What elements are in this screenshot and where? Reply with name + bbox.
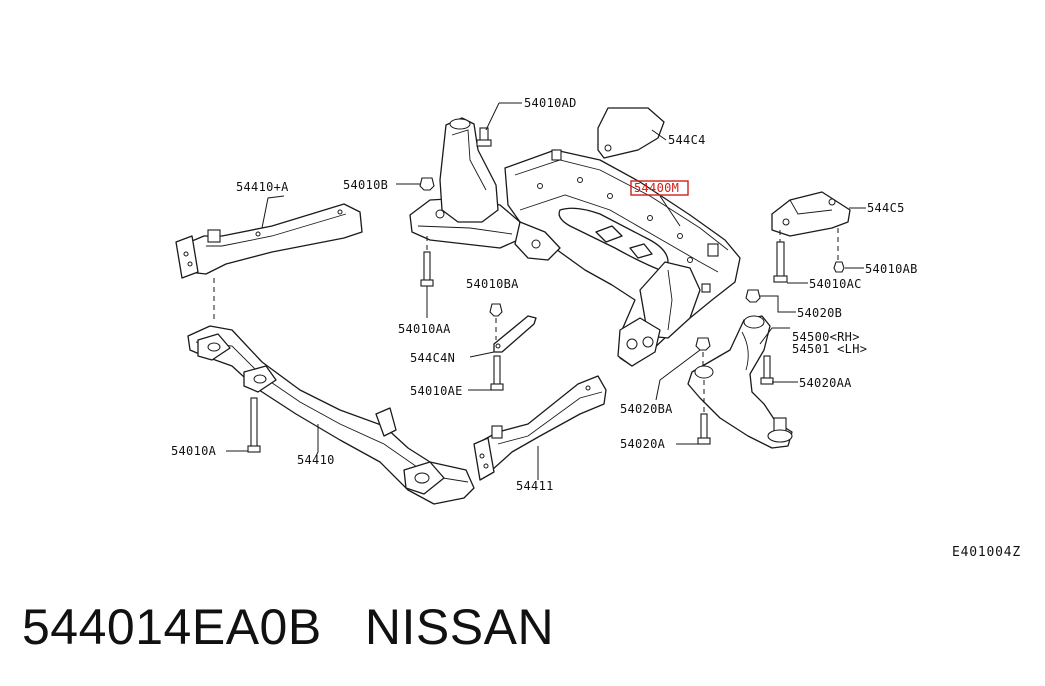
label-54010AB[interactable]: 54010AB [865, 262, 918, 276]
label-54010AC[interactable]: 54010AC [809, 277, 862, 291]
member-54410A [175, 195, 363, 320]
label-54010BA[interactable]: 54010BA [466, 277, 519, 291]
label-544C4[interactable]: 544C4 [668, 133, 706, 147]
highlight-box-54400M [630, 180, 689, 196]
member-54410 [187, 325, 475, 505]
bolt-54020A [676, 380, 711, 445]
nut-54010B [396, 177, 435, 191]
nut-54020BA [655, 337, 711, 401]
label-54400M[interactable]: 54400M [634, 181, 679, 195]
label-54020AA[interactable]: 54020AA [799, 376, 852, 390]
subframe-assembly [409, 117, 741, 367]
bolt-54010AD [476, 102, 522, 147]
label-54010AE[interactable]: 54010AE [410, 384, 463, 398]
label-54020BA[interactable]: 54020BA [620, 402, 673, 416]
label-54411[interactable]: 54411 [516, 479, 554, 493]
label-54020A[interactable]: 54020A [620, 437, 666, 451]
brand-name: NISSAN [364, 599, 555, 655]
part-number: 544014EA0B [22, 599, 322, 655]
label-54010AD[interactable]: 54010AD [524, 96, 577, 110]
label-54410[interactable]: 54410 [297, 453, 335, 467]
label-544C4N[interactable]: 544C4N [410, 351, 455, 365]
label-54010B[interactable]: 54010B [343, 178, 388, 192]
member-54411 [473, 375, 607, 481]
label-54500[interactable]: 54500<RH> [792, 330, 860, 344]
bracket-544C5 [771, 191, 866, 262]
leader-54400M [659, 195, 681, 227]
bolt-54010AE [468, 355, 504, 391]
label-54020B[interactable]: 54020B [797, 306, 842, 320]
nut-54020B [745, 289, 796, 313]
stay-544C4N [469, 315, 537, 358]
caption-spacer [322, 599, 365, 655]
label-54010AA[interactable]: 54010AA [398, 322, 451, 336]
diagram-code: E401004Z [952, 545, 1022, 560]
bracket-544C4 [597, 107, 667, 159]
footer-caption: 544014EA0B NISSAN [22, 598, 554, 656]
nut-54010AB [833, 261, 864, 273]
lower-control-arm [687, 315, 793, 449]
bolt-54010A [226, 397, 261, 453]
label-54010A[interactable]: 54010A [171, 444, 217, 458]
bolt-54020AA [760, 355, 798, 385]
bolt-54010AA [420, 236, 434, 318]
label-54501[interactable]: 54501 <LH> [792, 342, 867, 356]
bolt-54010AC [773, 241, 808, 284]
nut-54010BA [489, 303, 503, 340]
label-54410A[interactable]: 54410+A [236, 180, 289, 194]
label-544C5[interactable]: 544C5 [867, 201, 905, 215]
